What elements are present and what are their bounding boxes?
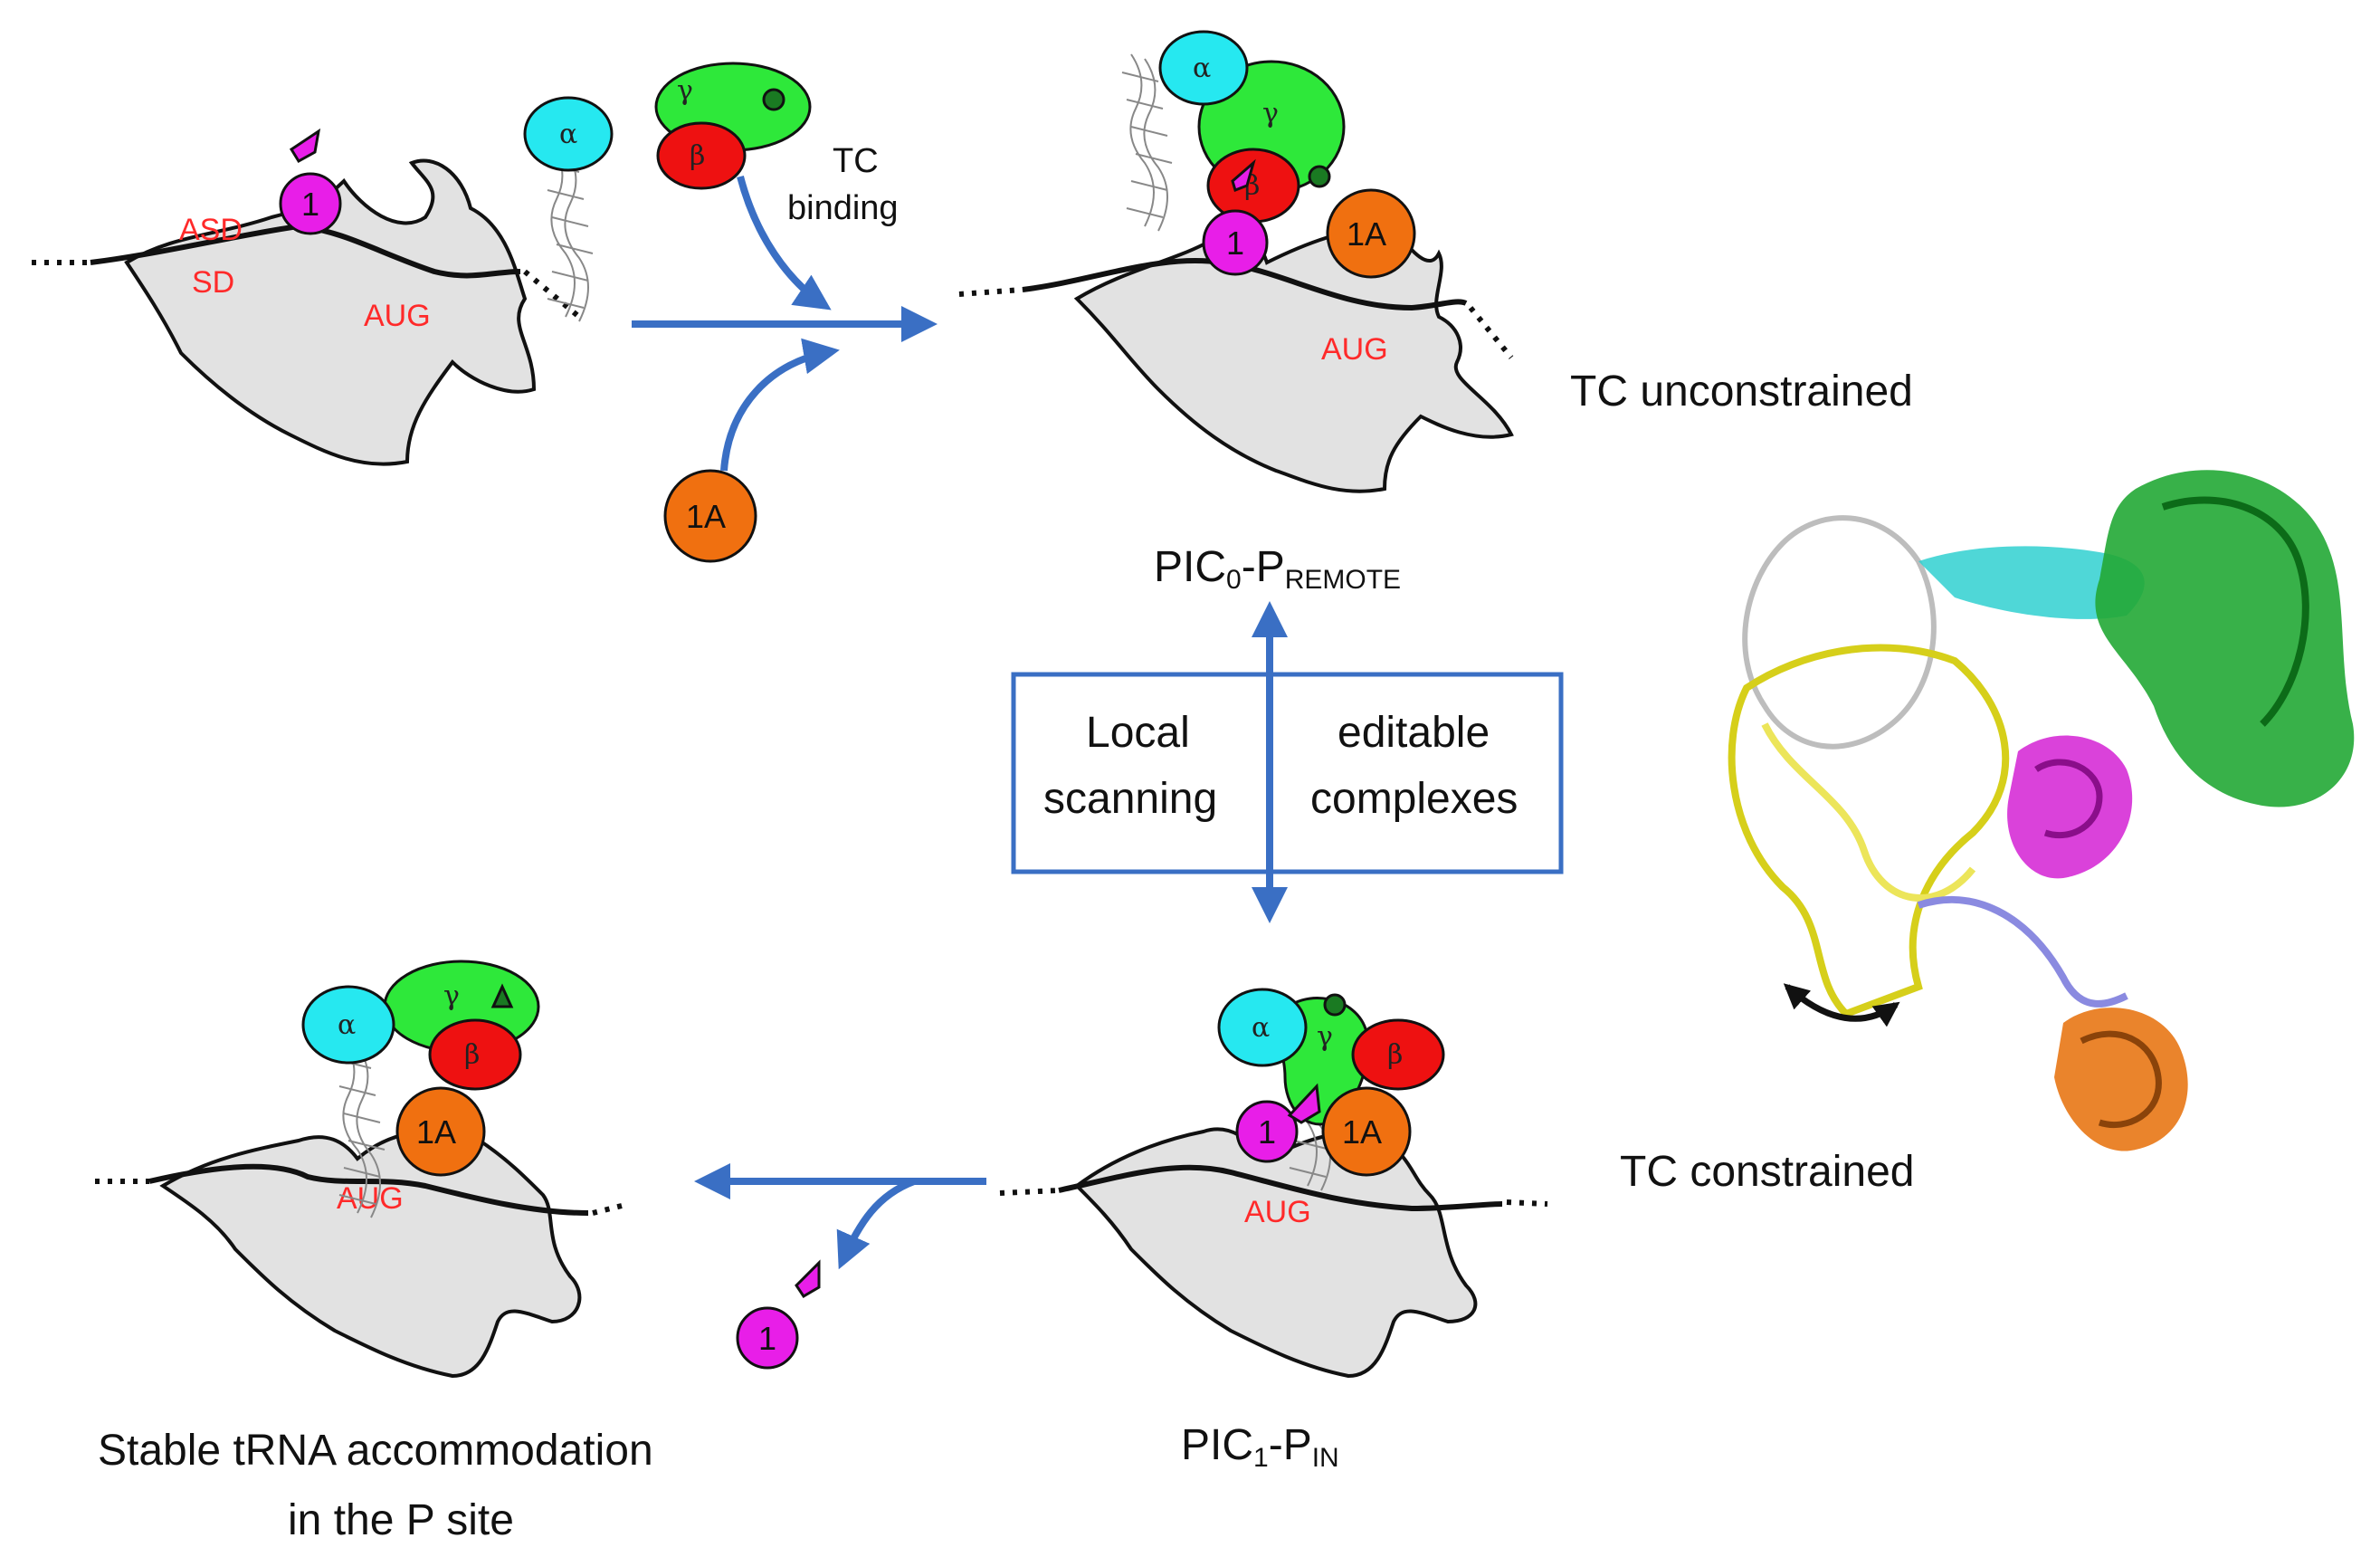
eif2-alpha-pic1 [1217, 988, 1308, 1067]
eif1a-pic0 [1326, 188, 1416, 279]
svg-text:γ: γ [1262, 98, 1279, 129]
aug-label-top-left: AUG [364, 299, 431, 333]
pic0-label: PIC0-PREMOTE [1154, 543, 1401, 595]
eif2-alpha-stable [301, 985, 395, 1065]
box-left-line2: scanning [1043, 775, 1217, 823]
svg-text:γ: γ [1317, 1021, 1333, 1053]
sd-label: SD [192, 265, 234, 300]
stable-label-1: Stable tRNA accommodation [98, 1427, 653, 1475]
eif1a-stable [395, 1086, 486, 1177]
eif2-alpha-shape [523, 96, 614, 172]
stable-label-2: in the P site [288, 1496, 514, 1544]
svg-text:α: α [338, 1009, 356, 1041]
eif1-pic1 [1235, 1100, 1299, 1163]
ribosome-stable: AUG γ β α 1A [95, 960, 630, 1379]
tc-binding-label-2: binding [787, 189, 899, 227]
scanning-box [1011, 672, 1564, 874]
eif1-pic0 [1202, 209, 1269, 276]
svg-text:1: 1 [1258, 1113, 1276, 1151]
aug-label-pic0: AUG [1321, 332, 1388, 367]
tc-binding-arrow [737, 175, 832, 310]
aug-label-pic1: AUG [1244, 1195, 1311, 1229]
rotation-arrow [1783, 983, 1900, 1027]
tc-constrained-label: TC constrained [1620, 1148, 1914, 1196]
eif2-alpha-pic0 [1158, 30, 1249, 106]
eif2-beta-shape [656, 121, 747, 190]
gamma-label: γ [677, 75, 693, 107]
box-right-line1: editable [1338, 709, 1490, 757]
svg-text:1A: 1A [1342, 1113, 1382, 1151]
svg-text:β: β [464, 1039, 480, 1071]
eif1a-binding-arrow [720, 338, 840, 472]
eif2-beta-pic1 [1351, 1018, 1445, 1091]
svg-text:1A: 1A [1347, 215, 1386, 253]
alpha-label: α [559, 119, 577, 150]
eif1-tail-shape [289, 128, 321, 164]
gtp-icon [762, 88, 785, 111]
mrna-top-left [90, 223, 521, 279]
ribosome-pic0: AUG γ β α 1 1A [958, 30, 1514, 493]
box-left-line1: Local [1086, 709, 1190, 757]
svg-text:γ: γ [443, 980, 460, 1012]
svg-text:α: α [1193, 53, 1211, 84]
eif1a-pic1 [1321, 1086, 1412, 1177]
ribosome-top-left: ASD SD AUG 1 [32, 128, 581, 466]
svg-text:1: 1 [1226, 224, 1244, 262]
eif1-release-arrow [836, 1178, 916, 1270]
svg-text:1A: 1A [416, 1113, 456, 1151]
svg-text:1: 1 [758, 1320, 776, 1357]
ternary-complex-incoming: γ β α [523, 62, 812, 322]
box-right-line2: complexes [1310, 775, 1518, 823]
beta-label: β [690, 140, 705, 172]
eif1a-free: 1A [663, 469, 757, 563]
aug-label-stable: AUG [337, 1181, 404, 1216]
tc-unconstrained-label: TC unconstrained [1570, 368, 1913, 416]
svg-text:α: α [1252, 1012, 1270, 1044]
svg-text:β: β [1387, 1039, 1403, 1071]
eif1-circle-top-left [279, 172, 342, 235]
asd-label: ASD [179, 213, 243, 247]
eif1-label-top-left: 1 [301, 186, 319, 223]
tc-binding-label-1: TC [833, 142, 879, 180]
eif2-beta-stable [428, 1018, 522, 1091]
eif1-released: 1 [736, 1259, 821, 1370]
pic1-label: PIC1-PIN [1181, 1421, 1339, 1473]
structure-render [1728, 470, 2355, 1151]
svg-text:1A: 1A [686, 498, 726, 535]
gdp-icon [490, 983, 514, 1008]
ribosome-pic1: AUG γ β α 1 1A [999, 988, 1548, 1379]
